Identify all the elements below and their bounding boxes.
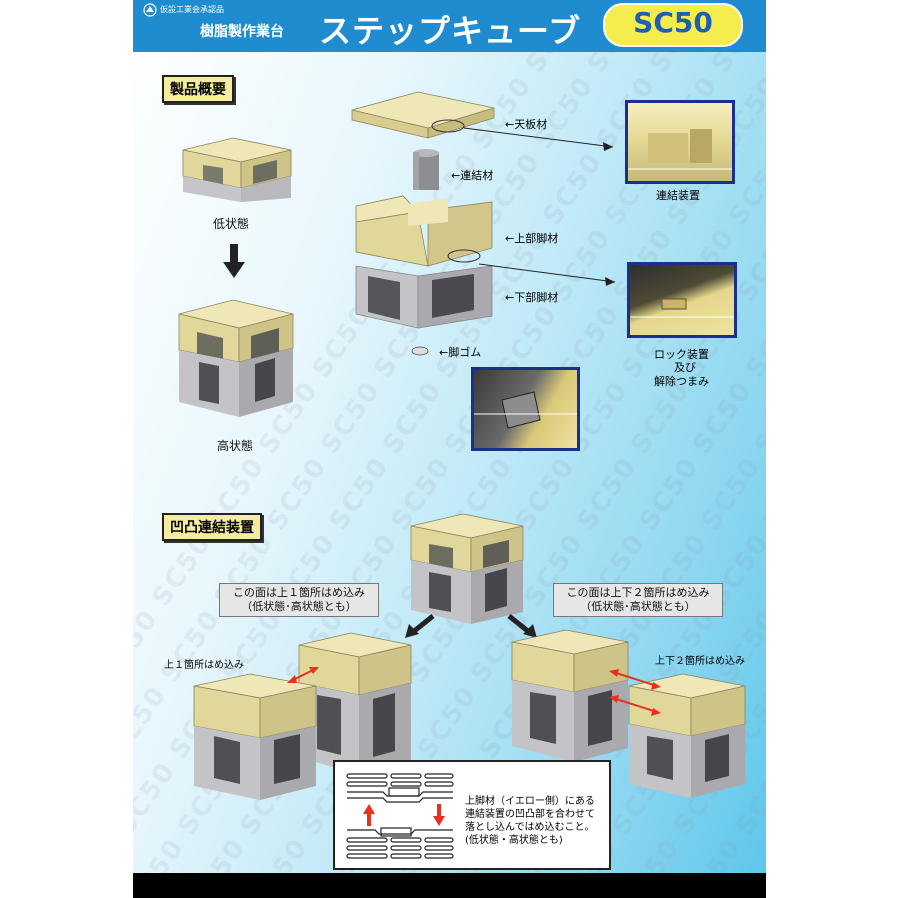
lock-label-3: 解除つまみ bbox=[654, 375, 709, 388]
header-bar: 仮設工業会承認品 樹脂製作業台 ステップキューブ SC50 bbox=[133, 0, 766, 52]
arrow-down-right-icon bbox=[507, 614, 537, 638]
photo-lock-device bbox=[627, 262, 737, 338]
model-code: SC50 bbox=[633, 6, 713, 39]
rubber-foot-icon bbox=[411, 346, 429, 356]
exploded-connector bbox=[413, 149, 439, 190]
cube-high-state bbox=[178, 299, 294, 417]
right-joint-red-arrows bbox=[609, 669, 661, 716]
section-heading-joint: 凹凸連結装置 bbox=[162, 513, 262, 541]
lock-label-1: ロック装置 bbox=[654, 348, 709, 361]
leader-lines bbox=[463, 127, 616, 286]
product-sheet: SC50 SC50 SC50 SC50 SC50 SC50 SC50 SC50 … bbox=[133, 0, 766, 898]
page-title: ステップキューブ bbox=[319, 12, 582, 50]
exploded-lower-leg bbox=[355, 265, 493, 329]
cube-low-state bbox=[182, 137, 292, 202]
footer-bar bbox=[133, 873, 766, 898]
label-top-plate: ←天板材 bbox=[505, 118, 548, 131]
exploded-top-plate bbox=[351, 91, 495, 139]
model-badge bbox=[603, 3, 743, 47]
exploded-upper-leg bbox=[355, 195, 493, 267]
label-lower-leg: ←下部脚材 bbox=[505, 291, 559, 304]
label-rubber-foot: ←脚ゴム bbox=[439, 346, 482, 359]
low-state-label: 低状態 bbox=[213, 217, 250, 231]
label-upper-leg: ←上部脚材 bbox=[505, 232, 559, 245]
instruction-line-2: 連結装置の凹凸部を合わせて bbox=[465, 809, 595, 820]
high-state-label: 高状態 bbox=[217, 439, 254, 453]
instruction-box: 上脚材（イエロー側）にある 連結装置の凹凸部を合わせて 落とし込んではめ込むこと… bbox=[333, 760, 611, 870]
connecting-device-label: 連結装置 bbox=[656, 189, 700, 202]
left-face-note: この面は上１箇所はめ込み （低状態･高状態とも） bbox=[219, 583, 379, 617]
right-face-note: この面は上下２箇所はめ込み （低状態･高状態とも） bbox=[553, 583, 723, 617]
down-arrow-icon bbox=[223, 244, 245, 278]
logo-text: 仮設工業会承認品 bbox=[160, 5, 224, 14]
right-joint-label: 上下２箇所はめ込み bbox=[655, 656, 745, 667]
instruction-line-1: 上脚材（イエロー側）にある bbox=[465, 796, 595, 807]
header-subtitle: 樹脂製作業台 bbox=[200, 24, 284, 40]
left-joint-red-arrow bbox=[287, 667, 319, 683]
cube-joint-center bbox=[410, 513, 524, 624]
cube-left-front bbox=[193, 673, 317, 800]
label-connector: ←連結材 bbox=[451, 169, 494, 182]
cube-right-front bbox=[628, 673, 746, 798]
instruction-line-3: 落とし込んではめ込むこと。 bbox=[465, 822, 595, 833]
logo-icon bbox=[143, 3, 157, 17]
left-joint-label: 上１箇所はめ込み bbox=[164, 660, 244, 671]
photo-connecting-device bbox=[625, 100, 735, 184]
joint-cross-section-diagram bbox=[346, 773, 454, 859]
arrow-down-left-icon bbox=[405, 614, 435, 638]
photo-release-knob bbox=[471, 367, 580, 451]
lock-label-2: 及び bbox=[674, 361, 696, 374]
section-heading-overview: 製品概要 bbox=[162, 75, 234, 103]
instruction-line-4: (低状態・高状態とも) bbox=[465, 835, 563, 846]
